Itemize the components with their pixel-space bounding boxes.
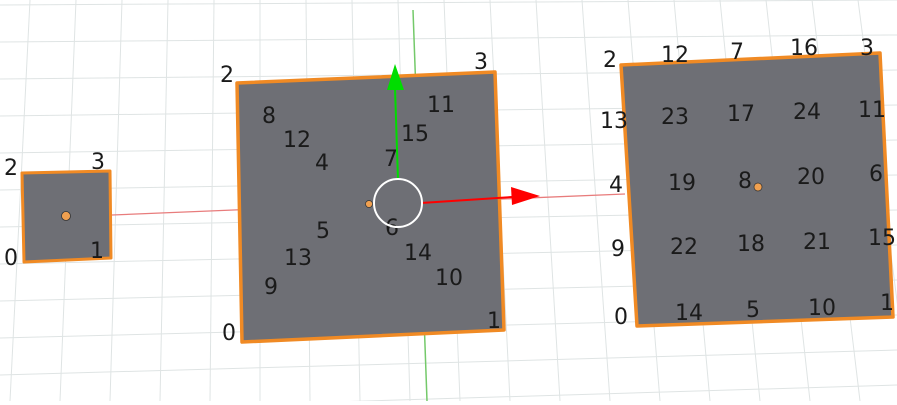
large-quad-vertex-label: 10: [808, 296, 836, 321]
gizmo-y-arrow-icon[interactable]: [387, 64, 404, 90]
middle-quad-vertex-label: 13: [284, 246, 312, 271]
grid-line: [0, 34, 897, 43]
middle-quad[interactable]: 2 3 0 1 8 12 4 7 15 11 5 13 9 6 14 10: [220, 50, 540, 346]
large-quad-vertex-label: 4: [609, 173, 623, 198]
large-quad[interactable]: 2 12 7 16 3 13 23 17 24 11 4 19 8 20 6 9…: [600, 36, 896, 330]
large-quad-vertex-label: 23: [661, 105, 689, 130]
gizmo-x-axis-line: [420, 196, 513, 204]
large-quad-vertex-label: 24: [793, 100, 821, 125]
small-quad-vertex-label: 1: [90, 239, 104, 264]
middle-quad-vertex-label: 11: [427, 93, 455, 118]
middle-quad-vertex-label: 2: [220, 63, 234, 88]
middle-quad-vertex-label: 6: [385, 216, 399, 241]
large-quad-vertex-label: 21: [803, 230, 831, 255]
small-quad[interactable]: 2 3 0 1: [4, 150, 113, 271]
middle-quad-vertex-label: 3: [474, 50, 488, 75]
transform-gizmo[interactable]: [365, 64, 541, 228]
middle-quad-vertex-label: 8: [262, 104, 276, 129]
grid-line: [581, 0, 611, 402]
middle-quad-vertex-label: 12: [283, 128, 311, 153]
large-quad-vertex-label: 8: [738, 169, 752, 194]
large-quad-vertex-label: 15: [868, 226, 896, 251]
large-quad-vertex-label: 3: [860, 36, 874, 61]
middle-quad-vertex-label: 4: [315, 151, 329, 176]
gizmo-rotate-ring-icon[interactable]: [373, 178, 423, 228]
small-quad-vertex-label: 3: [91, 150, 105, 175]
middle-quad-vertex-label: 10: [435, 266, 463, 291]
large-quad-vertex-label: 2: [603, 48, 617, 73]
large-quad-vertex-label: 13: [600, 109, 628, 134]
large-quad-vertex-label: 14: [675, 301, 703, 326]
middle-quad-vertex-label: 14: [404, 241, 432, 266]
large-quad-vertex-label: 18: [737, 232, 765, 257]
large-quad-vertex-label: 17: [727, 102, 755, 127]
middle-quad-vertex-label: 1: [487, 309, 501, 334]
grid-line: [209, 0, 215, 402]
large-quad-vertex-label: 7: [730, 40, 744, 65]
gizmo-x-arrow-icon[interactable]: [511, 187, 540, 205]
grid-line: [159, 0, 169, 402]
large-quad-vertex-label: 5: [746, 298, 760, 323]
grid-line: [535, 0, 561, 402]
middle-quad-vertex-label: 7: [384, 147, 398, 172]
middle-quad-origin: [365, 200, 373, 208]
large-quad-vertex-label: 1: [880, 291, 894, 316]
large-quad-vertex-label: 22: [670, 235, 698, 260]
large-quad-vertex-label: 16: [790, 36, 818, 61]
large-quad-vertex-label: 0: [614, 305, 628, 330]
middle-quad-vertex-label: 5: [316, 219, 330, 244]
large-quad-vertex-label: 11: [858, 98, 886, 123]
middle-quad-vertex-label: 9: [264, 275, 278, 300]
grid-line: [109, 0, 123, 402]
large-quad-vertex-label: 6: [869, 162, 883, 187]
middle-quad-vertex-label: 0: [222, 321, 236, 346]
small-quad-vertex-label: 0: [4, 246, 18, 271]
small-quad-origin: [61, 211, 71, 221]
middle-quad-vertex-label: 15: [401, 122, 429, 147]
large-quad-vertex-label: 19: [668, 171, 696, 196]
large-quad-vertex-label: 20: [797, 165, 825, 190]
grid-line: [0, 0, 897, 6]
large-quad-vertex-label: 9: [611, 237, 625, 262]
grid-line: [0, 349, 897, 376]
grid-line: [215, 384, 897, 405]
gizmo-y-axis-line: [394, 87, 399, 181]
grid-line: [9, 0, 31, 402]
large-quad-origin: [753, 182, 763, 192]
large-quad-vertex-label: 12: [661, 43, 689, 68]
small-quad-vertex-label: 2: [4, 156, 18, 181]
